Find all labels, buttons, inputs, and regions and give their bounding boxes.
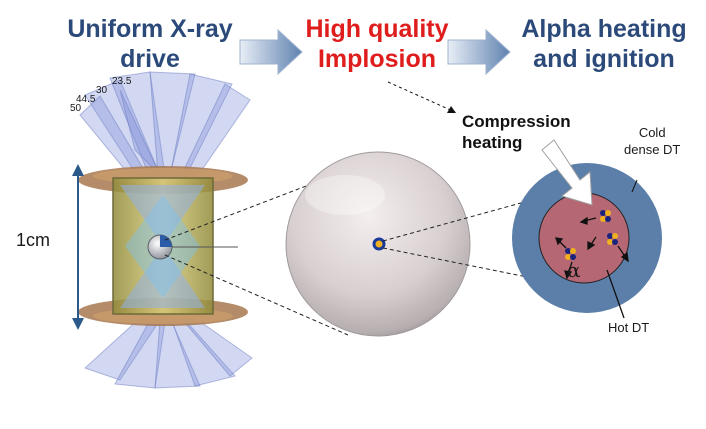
header-ignition-line1: Alpha heating (521, 15, 687, 43)
cold-dt-label: Cold dense DT (624, 124, 680, 158)
cold-dt-line1: Cold (638, 125, 666, 140)
hohlraum-illustration (78, 71, 253, 389)
angle-label-44-5: 44.5 (76, 94, 96, 105)
connector-core-top (382, 189, 569, 242)
connector-bottom (164, 254, 349, 336)
hotspot-diagram (512, 139, 662, 319)
header-ignition: Alpha heating and ignition (506, 14, 702, 74)
compression-heating-line1: Compression (462, 112, 571, 131)
alpha-symbol: α (567, 258, 581, 282)
scale-label: 1cm (16, 230, 51, 250)
angle-label-23-5: 23.5 (112, 76, 132, 87)
header-implosion: High quality Implosion (292, 14, 462, 74)
flow-arrow-2 (447, 28, 511, 76)
angle-label-50: 50 (70, 103, 82, 114)
compression-heating-line2: heating (462, 133, 523, 152)
lower-laser-beams (84, 317, 253, 389)
header-implosion-line1: High quality (305, 15, 449, 43)
flow-arrow-1 (239, 28, 303, 76)
alpha-particles (565, 210, 618, 260)
capsule-sphere (285, 151, 471, 337)
scale-arrow (72, 164, 84, 330)
compression-heating-label: Compression heating (462, 111, 571, 153)
angle-label-30: 30 (96, 85, 108, 96)
header-implosion-line2: Implosion (317, 45, 437, 73)
header-ignition-line2: and ignition (533, 45, 675, 73)
header-uniform-drive: Uniform X-ray drive (60, 14, 240, 74)
upper-laser-beams (79, 71, 251, 183)
header-uniform-drive-line2: drive (120, 45, 180, 73)
implosion-pointer (387, 81, 456, 113)
cold-dt-line2: dense DT (624, 142, 681, 157)
hot-dt-label: Hot DT (608, 320, 650, 335)
header-uniform-drive-line1: Uniform X-ray (67, 15, 233, 43)
